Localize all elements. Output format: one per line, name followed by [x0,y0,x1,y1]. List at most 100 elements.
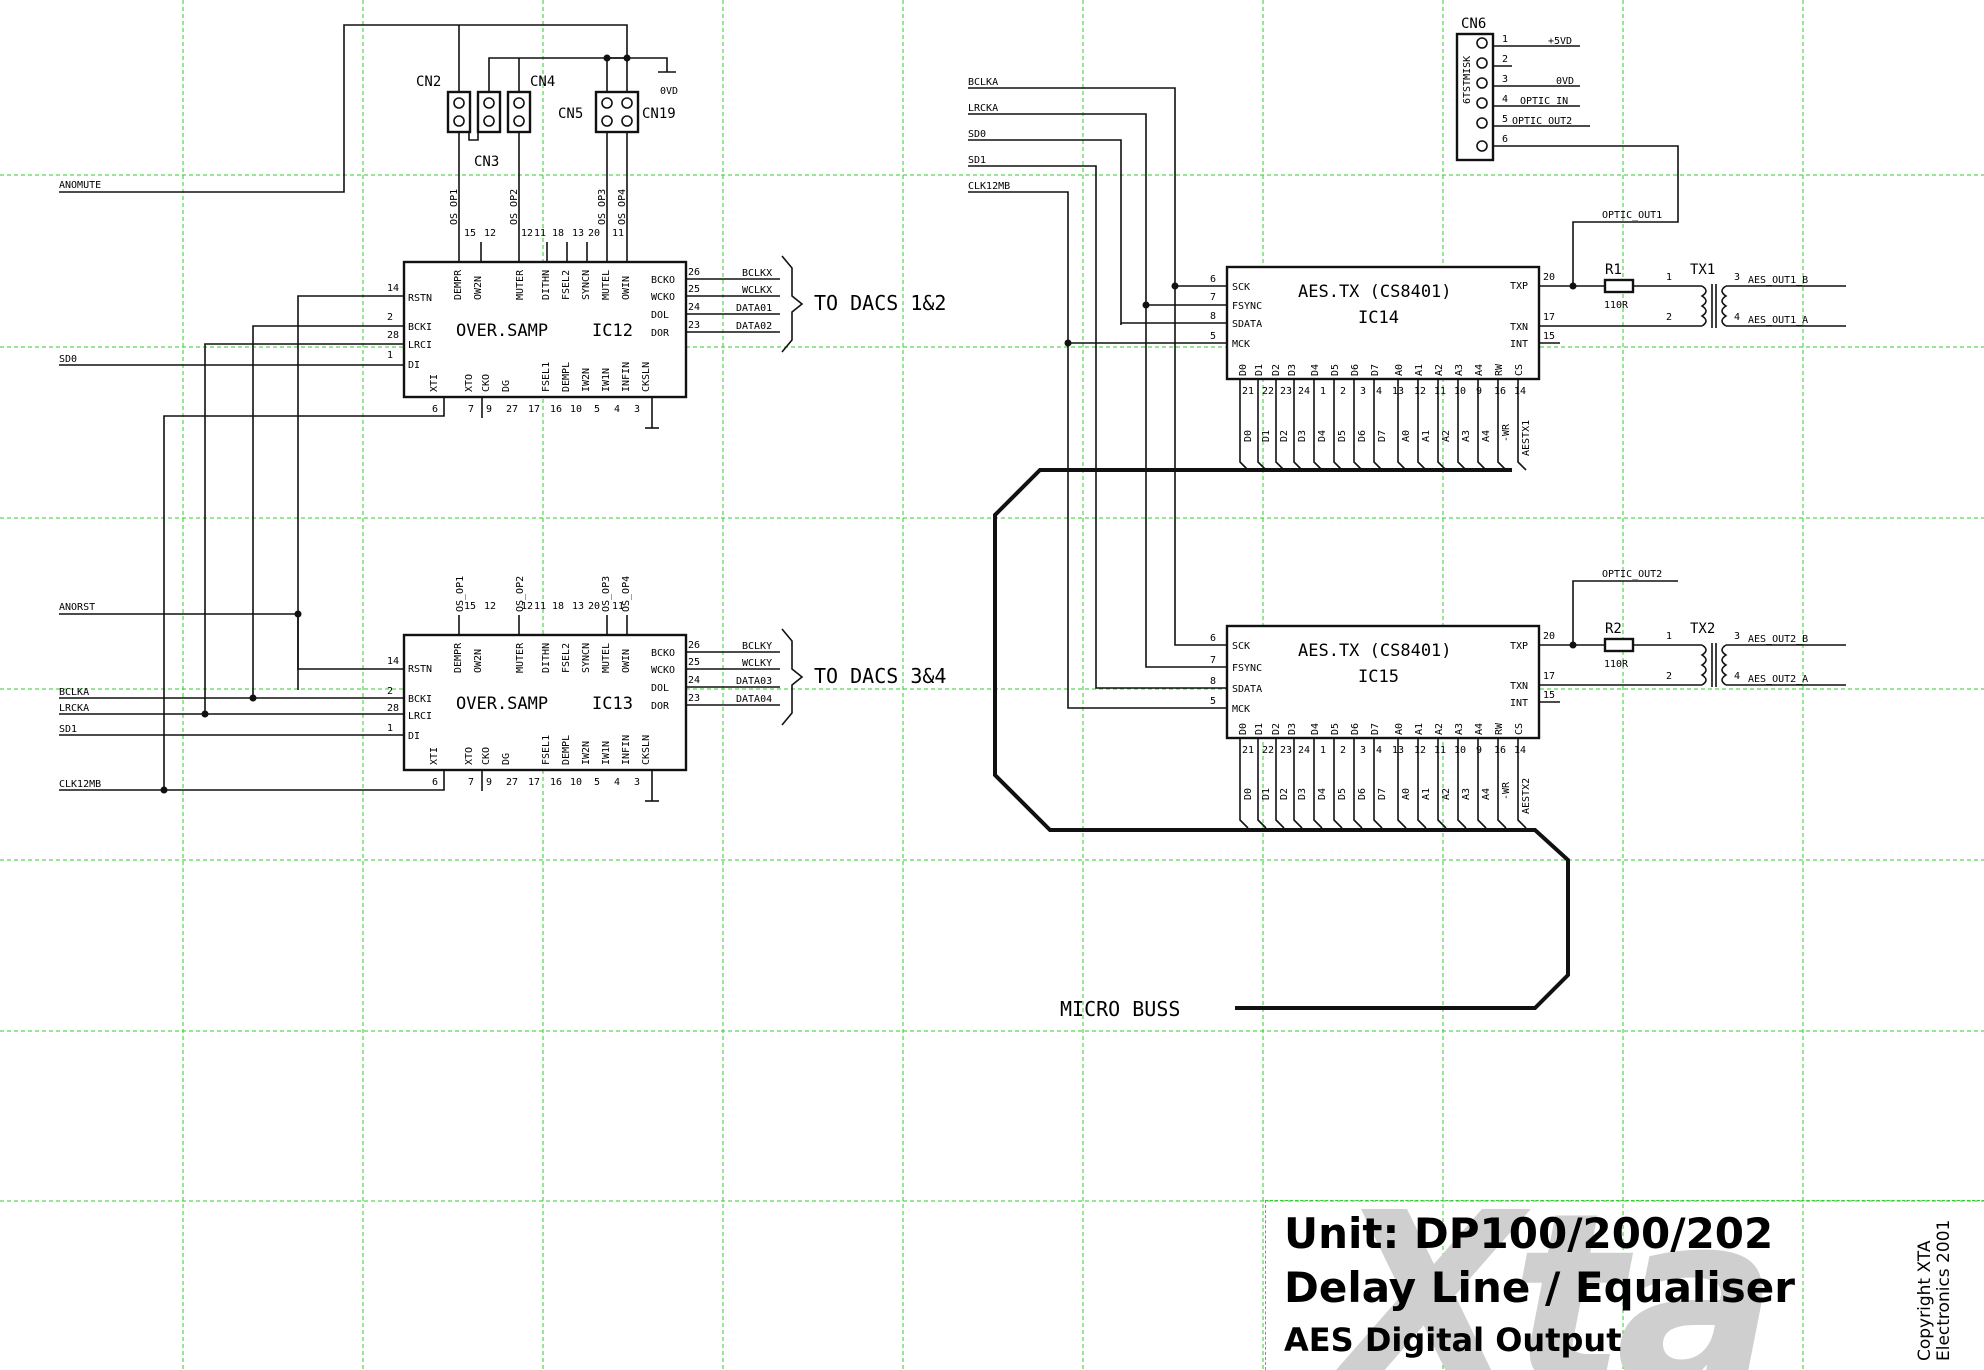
net-data04: DATA04 [736,694,772,705]
ic15-ref: IC15 [1358,667,1399,687]
ic13-num-11: 11 [534,601,546,612]
ic15-pin-int: INT [1510,698,1528,709]
ic14-bus-a0: A0 [1401,430,1412,442]
ic14-pin-d7: D7 [1370,364,1381,376]
ic14-body [1225,265,1541,381]
ic13-num-15: 15 [464,601,476,612]
ic14-pin-d5: D5 [1330,364,1341,376]
net-sd0-right: SD0 [968,129,986,140]
ic15-num-22: 22 [1262,745,1274,756]
ic15-bus-d2: D2 [1279,788,1290,800]
ic15-pin-d6: D6 [1350,723,1361,735]
ic15-num-23: 23 [1280,745,1292,756]
tx2-primary [1700,644,1707,686]
ic12-pin-xti: XTI [429,374,440,392]
ic13-num-5: 5 [594,777,600,788]
ic15-name: AES.TX (CS8401) [1298,641,1452,661]
ic15-num-21: 21 [1242,745,1254,756]
ic13-num-16: 16 [550,777,562,788]
ic13-num-12: 12 [484,601,496,612]
ic13-pin-owin: OWIN [621,649,632,673]
cn6-net-optic-out2: OPTIC_OUT2 [1512,116,1572,127]
ic12-pin-dol: DOL [651,310,669,321]
ic12-pin-iw1n: IW1N [601,368,612,392]
ic14-bus-d0: D0 [1243,430,1254,442]
ic14-ref: IC14 [1358,308,1399,328]
ic15-num-15: 15 [1543,690,1555,701]
ic13-pin-dempr: DEMPR [453,642,464,673]
ic12-pin-di: DI [408,360,420,371]
tx1-pin-1: 1 [1666,272,1672,283]
ic13-net-os-op4: OS_OP4 [621,576,632,612]
ic12-num-7: 7 [468,404,474,415]
ic12-num-12b: 12 [521,228,533,239]
net-bclka-left: BCLKA [59,687,89,698]
ic13-num-9: 9 [486,777,492,788]
callout-dacs-3-4: TO DACS 3&4 [814,664,946,688]
ic12-pin-muter: MUTER [515,269,526,300]
ic13-pin-infin: INFIN [621,735,632,765]
ic13-pin-dempl: DEMPL [561,735,572,765]
ic12-num-27: 27 [506,404,518,415]
ic12-num-2: 2 [387,312,393,323]
ic15-pin-d4: D4 [1310,723,1321,735]
tx2-pin-4: 4 [1734,671,1740,682]
ic14-num-23: 23 [1280,386,1292,397]
ic12-num-3: 3 [634,404,640,415]
ic12-pin-xto: XTO [464,374,475,392]
ic12-pin-dempr: DEMPR [453,269,464,300]
ic13-num-13: 13 [572,601,584,612]
ic14-num-3: 3 [1360,386,1366,397]
net-aes-out1-b: AES_OUT1_B [1748,275,1808,286]
connector-cn6: CN6 6TSTMISK 1 2 3 4 5 6 +5VD 0VD OPTIC_… [1455,16,1679,286]
ic12-pin-fsel1: FSEL1 [541,362,552,392]
ic14-pin-d6: D6 [1350,364,1361,376]
ic14-num-4: 4 [1376,386,1382,397]
xta-logo: Xta [1336,1200,1778,1370]
ic13-pin-bcko: BCKO [651,648,675,659]
ic13-ref: IC13 [592,694,633,714]
ic14-num-14: 14 [1514,386,1526,397]
ic14-num-7: 7 [1210,292,1216,303]
aes-input-wiring: BCLKA LRCKA SD0 SD1 CLK12MB [968,77,1227,709]
ic13-pin-fsel1: FSEL1 [541,735,552,765]
copyright-line-2: Electronics 2001 [1934,1219,1954,1361]
ic13-pin-muter: MUTER [515,642,526,673]
connector-cn5-cn19 [594,90,640,134]
ic14-pin-d3: D3 [1287,364,1298,376]
ic12-num-13: 13 [572,228,584,239]
ic13-num-4: 4 [614,777,620,788]
ic13-pin-dithn: DITHN [541,643,552,673]
ic12-pin-syncn: SYNCN [581,270,592,300]
ic15-num-9: 9 [1476,745,1482,756]
ic12-pin-bcki: BCKI [408,322,432,333]
ic15-num-1: 1 [1320,745,1326,756]
ic12-pin-lrci: LRCI [408,340,432,351]
ic15-aes-transmitter: AES.TX (CS8401) IC15 SCK FSYNC SDATA MCK… [1210,624,1560,829]
ic12-num-5: 5 [594,404,600,415]
ic12-pin-infin: INFIN [621,362,632,392]
net-aes-out1-a: AES_OUT1_A [1748,315,1808,326]
ic13-pin-rstn: RSTN [408,664,432,675]
cn6-net-optic-in: OPTIC_IN [1520,96,1568,107]
ic13-num-18: 18 [552,601,564,612]
r1-value: 110R [1604,300,1629,311]
unit-title: Unit: DP100/200/202 [1284,1209,1774,1258]
cn6-pin-6: 6 [1502,134,1508,145]
ic15-bus-d0: D0 [1243,788,1254,800]
ic15-num-17: 17 [1543,671,1555,682]
aes-output-1: R1 110R TX1 1 2 3 4 AES_OUT1_B AES_OUT1_… [1539,262,1846,328]
ic14-bus-a4: A4 [1481,430,1492,442]
ic13-num-20: 20 [588,601,600,612]
ic12-pin-fsel2: FSEL2 [561,270,572,300]
ic15-num-20: 20 [1543,631,1555,642]
copyright: Copyright XTA Electronics 2001 [1915,1201,1954,1361]
ic12-pin-ckslm: CKSLN [641,362,652,392]
ic14-pin-mck: MCK [1232,339,1250,350]
tx1-label: TX1 [1690,262,1715,278]
ic14-pin-d0: D0 [1238,364,1249,376]
ic12-num-11: 11 [534,228,546,239]
ic14-num-24: 24 [1298,386,1310,397]
r2-value: 110R [1604,659,1629,670]
ic15-bus-stubs: D0 D1 D2 D3 D4 D5 D6 D7 A0 A1 A2 A3 A4 -… [1239,738,1532,829]
